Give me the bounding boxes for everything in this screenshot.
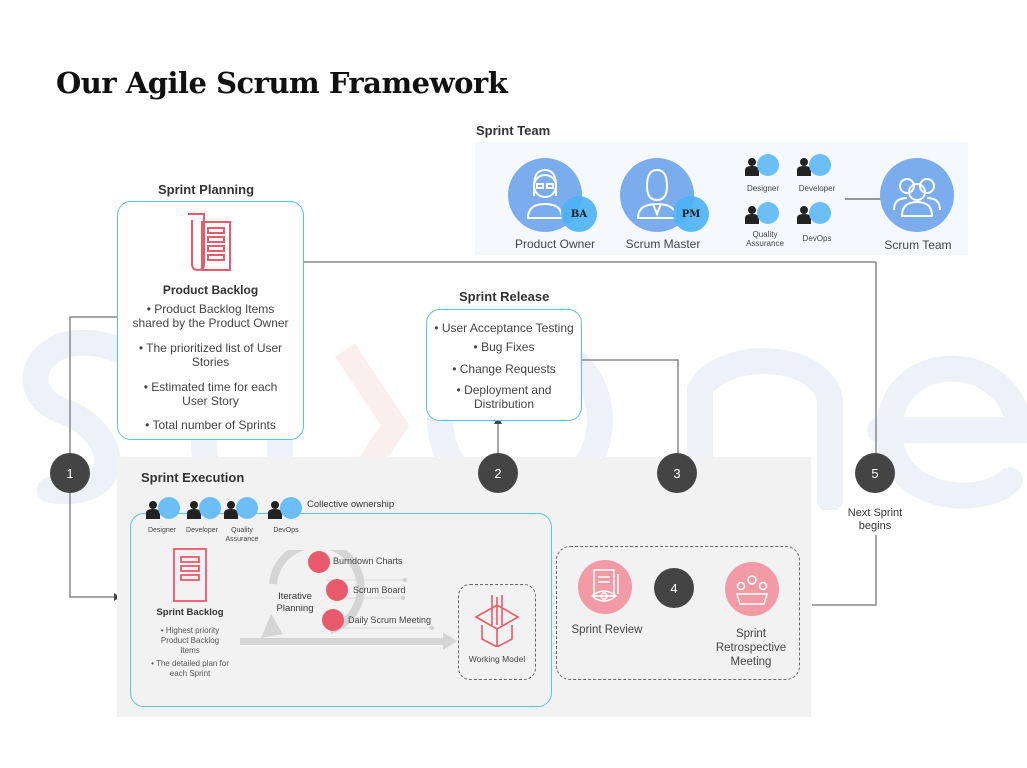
- collective-ownership-label: Collective ownership: [307, 499, 395, 510]
- sprint-release-card: • User Acceptance Testing • Bug Fixes • …: [426, 309, 582, 421]
- sprint-backlog-item-2: • The detailed plan for each Sprint: [151, 659, 229, 678]
- retrospective-icon: [725, 562, 779, 616]
- pm-badge: PM: [673, 196, 709, 232]
- person-icon: [797, 206, 811, 224]
- scrum-board-icon: [326, 579, 348, 601]
- product-backlog-item-4: • Total number of Sprints: [145, 418, 276, 432]
- exec-qa: [224, 497, 264, 521]
- step-2-badge: 2: [478, 453, 518, 493]
- burndown-chart-icon: [308, 551, 330, 573]
- retrospective-label: Sprint Retrospective Meeting: [715, 628, 787, 668]
- sprint-team-heading: Sprint Team: [476, 123, 551, 138]
- exec-devops-label: DevOps: [273, 527, 299, 534]
- product-backlog-item-1: • Product Backlog Items shared by the Pr…: [132, 302, 289, 330]
- step-5-badge: 5: [855, 453, 895, 493]
- laptop-icon: [809, 154, 831, 176]
- person-icon: [224, 501, 238, 519]
- group-icon: [893, 178, 941, 217]
- cycle-icon: [809, 202, 831, 224]
- iterative-planning-label: Iterative Planning: [276, 591, 314, 614]
- exec-developer: [187, 497, 227, 521]
- exec-devops: [268, 497, 308, 521]
- step-1-badge: 1: [50, 453, 90, 493]
- person-icon: [187, 501, 201, 519]
- person-icon: [745, 206, 759, 224]
- devops-member: [797, 202, 837, 226]
- exec-developer-label: Developer: [186, 527, 218, 534]
- designer-member: [745, 154, 785, 178]
- ba-badge: BA: [561, 196, 597, 232]
- developer-member: [797, 154, 837, 178]
- next-sprint-label: Next Sprint begins: [838, 507, 912, 533]
- sprint-backlog-item-1: • Highest priority Product Backlog Items: [160, 626, 220, 655]
- eye-clipboard-icon: [591, 569, 619, 602]
- monitor-icon: [757, 154, 779, 176]
- sprint-release-heading: Sprint Release: [459, 289, 550, 304]
- daily-scrum-meeting-label: Daily Scrum Meeting: [348, 615, 432, 625]
- burndown-charts-label: Burndown Charts: [333, 556, 403, 566]
- meeting-table-icon: [735, 575, 769, 605]
- release-item-4: • Deployment and Distribution: [456, 383, 552, 411]
- sprint-execution-heading: Sprint Execution: [141, 470, 245, 485]
- sprint-review-icon: [578, 560, 632, 614]
- monitor-icon: [158, 497, 180, 519]
- laptop-icon: [199, 497, 221, 519]
- product-backlog-icon: [188, 213, 231, 272]
- scrum-master-label: Scrum Master: [625, 237, 701, 251]
- sprint-review-label: Sprint Review: [571, 624, 643, 636]
- sprint-planning-heading: Sprint Planning: [158, 182, 255, 197]
- product-backlog-item-3: • Estimated time for each User Story: [143, 380, 278, 408]
- person-icon: [797, 158, 811, 176]
- working-model-label: Working Model: [468, 654, 526, 664]
- product-backlog-title: Product Backlog: [162, 283, 259, 297]
- release-item-2: • Bug Fixes: [473, 340, 535, 354]
- connector-5-return: [812, 535, 877, 606]
- person-icon: [745, 158, 759, 176]
- exec-designer: [146, 497, 186, 521]
- gears-icon: [757, 202, 779, 224]
- scrum-team-avatar: [880, 158, 954, 232]
- qa-member: [745, 202, 785, 226]
- open-box-icon: [474, 595, 520, 647]
- step-4-badge: 4: [654, 568, 694, 608]
- exec-designer-label: Designer: [147, 527, 176, 534]
- release-item-3: • Change Requests: [452, 362, 556, 376]
- review-box: [556, 546, 800, 680]
- working-model-box: [458, 584, 536, 680]
- person-icon: [146, 501, 160, 519]
- scrum-board-label: Scrum Board: [353, 585, 406, 595]
- sprint-backlog-icon: [173, 548, 207, 602]
- person-icon: [268, 501, 282, 519]
- product-owner-label: Product Owner: [514, 237, 596, 251]
- gears-icon: [236, 497, 258, 519]
- devops-label: DevOps: [802, 234, 832, 243]
- daily-meeting-icon: [322, 609, 344, 631]
- designer-label: Designer: [746, 184, 779, 193]
- qa-label: Quality Assurance: [746, 230, 784, 248]
- scrum-team-label: Scrum Team: [884, 238, 952, 252]
- cycle-icon: [280, 497, 302, 519]
- sprint-team-panel: BA Product Owner PM Scrum Master Designe…: [475, 142, 968, 255]
- sprint-planning-card: Product Backlog • Product Backlog Items …: [117, 201, 304, 440]
- step-3-badge: 3: [657, 453, 697, 493]
- page-title: Our Agile Scrum Framework: [56, 66, 508, 100]
- sprint-backlog-title: Sprint Backlog: [156, 607, 224, 618]
- developer-label: Developer: [798, 184, 836, 193]
- release-item-1: • User Acceptance Testing: [434, 321, 574, 335]
- exec-qa-label: Quality Assurance: [225, 527, 259, 543]
- sprint-execution-box: [130, 513, 552, 707]
- product-backlog-item-2: • The prioritized list of User Stories: [138, 341, 283, 369]
